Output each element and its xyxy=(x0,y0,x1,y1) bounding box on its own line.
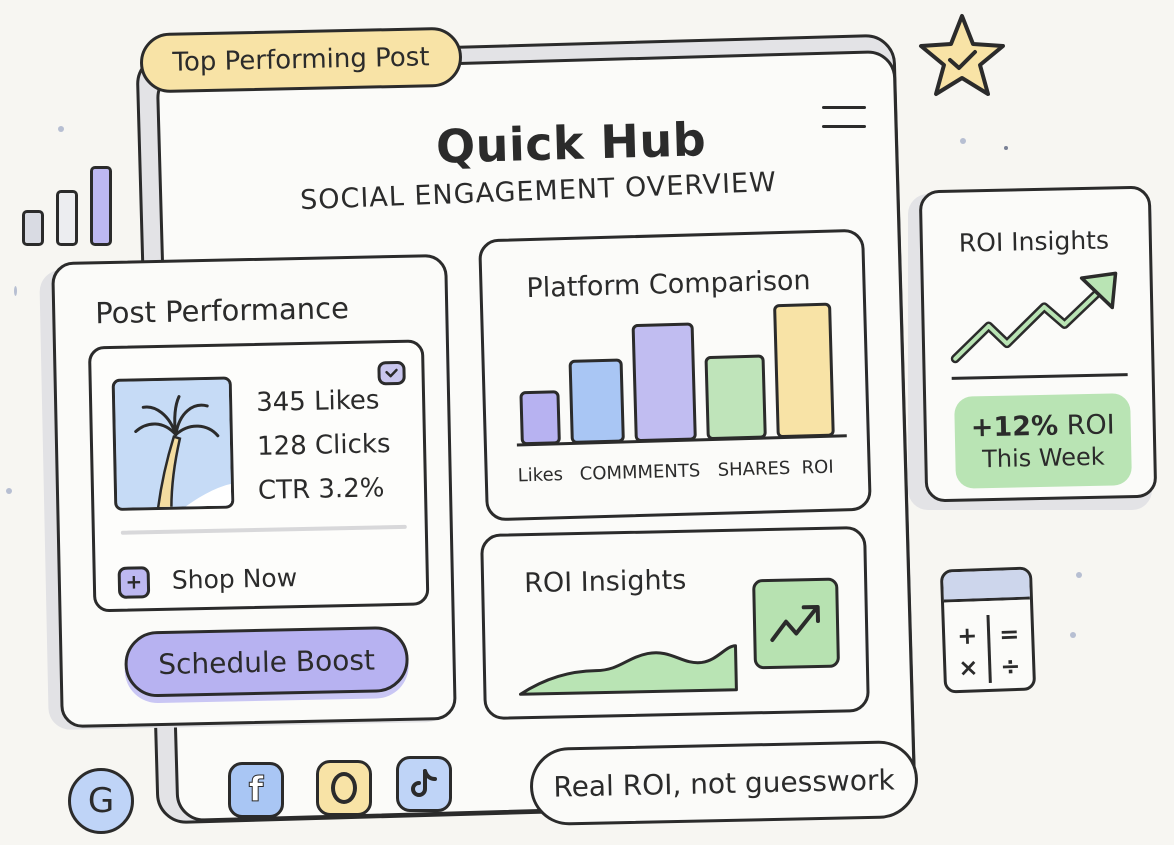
platform-comparison-card: Platform Comparison Likes COMMMENTS SHAR… xyxy=(478,228,872,522)
trend-up-icon[interactable] xyxy=(752,577,840,670)
bar-shares xyxy=(631,322,697,443)
label-shares: SHARES xyxy=(717,457,791,481)
post-thumbnail xyxy=(111,376,235,511)
label-comments: COMMMENTS xyxy=(579,460,701,485)
decor-dot xyxy=(1004,146,1008,150)
trend-arrow-icon xyxy=(950,271,1118,364)
google-icon[interactable]: G xyxy=(68,768,134,834)
bar-chart-icon xyxy=(90,166,112,246)
ctr-stat: CTR 3.2% xyxy=(257,473,385,506)
bar-likes xyxy=(519,390,561,446)
post-preview[interactable]: 345 Likes 128 Clicks CTR 3.2% + Shop Now xyxy=(87,339,430,613)
area-chart xyxy=(518,644,738,696)
decor-dot xyxy=(960,138,966,144)
instagram-icon[interactable] xyxy=(316,760,372,816)
bar-roi xyxy=(773,302,835,439)
check-badge-icon[interactable] xyxy=(377,360,406,386)
shop-now-link[interactable]: Shop Now xyxy=(171,563,298,595)
roi-side-title: ROI Insights xyxy=(958,225,1110,258)
roi-insights-title: ROI Insights xyxy=(523,564,687,600)
app-title: Quick Hub xyxy=(435,112,707,174)
decor-dot xyxy=(14,286,17,296)
roi-value: +12% ROI xyxy=(970,408,1115,443)
roi-insights-card: ROI Insights xyxy=(480,525,870,721)
top-performing-badge: Top Performing Post xyxy=(139,26,463,94)
star-check-icon xyxy=(919,14,1005,96)
bar-engagement xyxy=(704,354,767,441)
decor-dot xyxy=(6,488,12,494)
label-roi: ROI xyxy=(801,456,834,479)
facebook-icon[interactable]: f xyxy=(228,762,284,818)
bar-chart-icon xyxy=(56,190,78,246)
decor-dot xyxy=(58,126,64,132)
roi-value-badge: +12% ROI This Week xyxy=(954,393,1132,489)
calculator-icon: + = × ÷ xyxy=(939,566,1037,694)
post-performance-title: Post Performance xyxy=(94,290,350,331)
tiktok-icon[interactable] xyxy=(396,756,452,812)
schedule-boost-button[interactable]: Schedule Boost xyxy=(123,625,410,698)
post-performance-card: Post Performance 345 Likes 128 Clicks CT… xyxy=(51,253,457,729)
clicks-stat: 128 Clicks xyxy=(256,429,391,462)
menu-icon[interactable] xyxy=(822,106,866,134)
roi-period: This Week xyxy=(981,442,1105,473)
divider xyxy=(120,524,407,535)
decor-dot xyxy=(1076,572,1082,578)
platform-comparison-title: Platform Comparison xyxy=(526,265,811,305)
roi-insights-side-card: ROI Insights +12% ROI This Week xyxy=(918,185,1158,503)
likes-stat: 345 Likes xyxy=(255,385,380,418)
tagline: Real ROI, not guesswork xyxy=(529,739,919,827)
palm-tree-icon xyxy=(114,379,235,511)
plus-icon[interactable]: + xyxy=(117,566,151,599)
bar-chart-icon xyxy=(22,210,44,246)
label-likes: Likes xyxy=(517,464,564,487)
bar-comments xyxy=(568,358,625,444)
divider xyxy=(951,373,1128,380)
decor-dot xyxy=(1070,632,1076,638)
